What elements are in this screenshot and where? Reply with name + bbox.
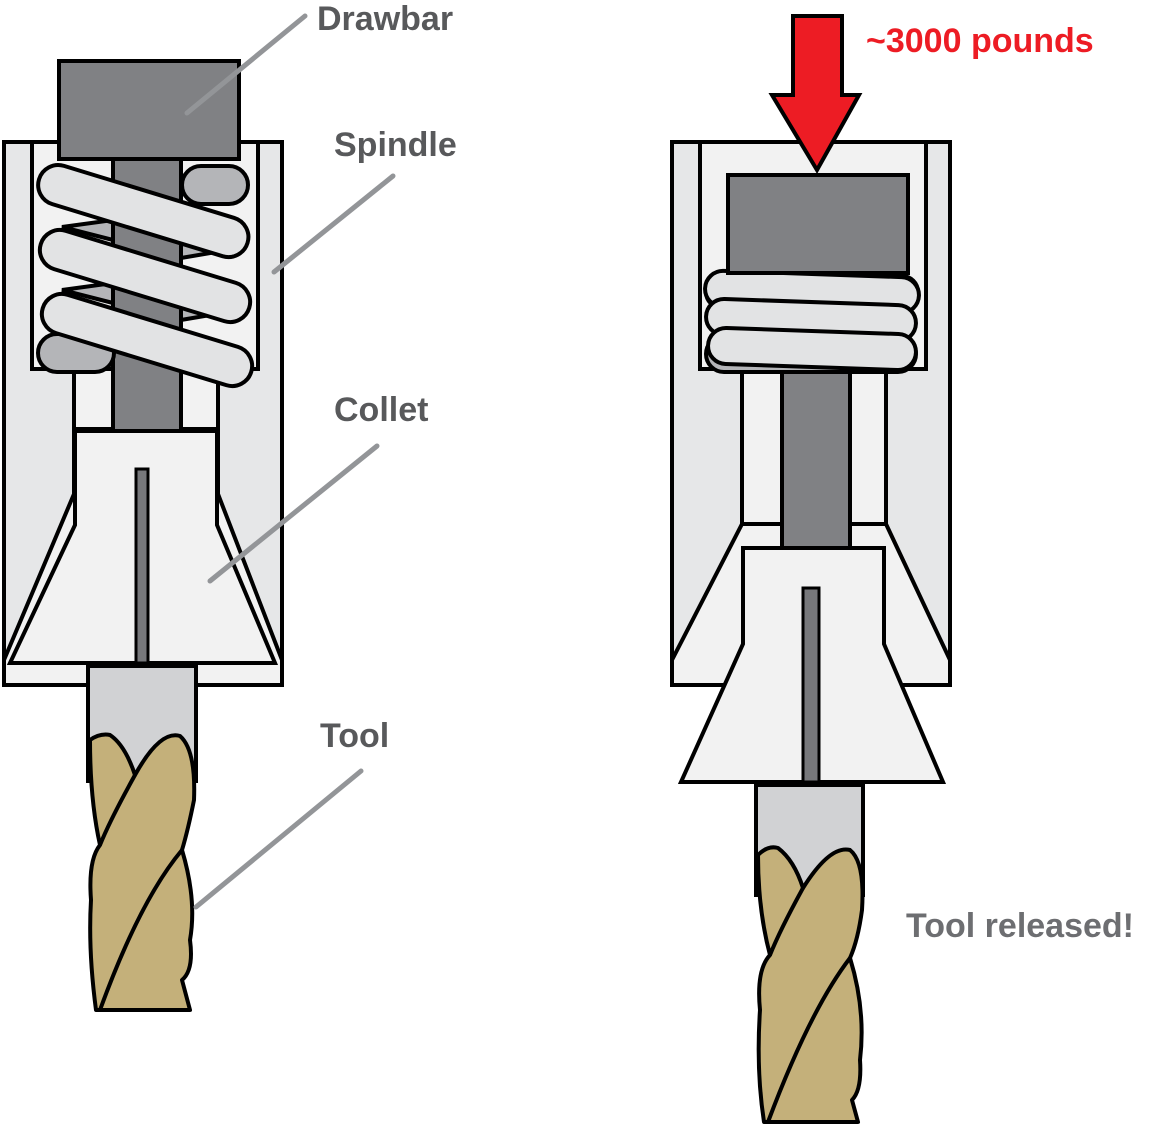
left-assembly [2,59,284,1012]
force-label: ~3000 pounds [866,22,1094,60]
label-tool: Tool [320,717,389,755]
spring-coil [37,227,253,325]
drawbar-head [726,173,910,275]
spring-coil [706,325,918,373]
collet-slot [801,586,821,784]
tool-flute-edge [766,956,852,1123]
force-arrow-icon [768,14,863,174]
spring-coil-back [61,217,115,243]
label-collet: Collet [334,391,428,429]
label-spindle: Spindle [334,126,457,164]
tool-flute [88,732,197,1012]
leader-tool [193,768,364,910]
leader-drawbar [184,13,308,116]
spring-coil [39,291,255,389]
drawbar-head [57,59,241,161]
leader-collet [207,443,380,584]
tool-flute-edge [768,887,805,956]
spring-coil-back [61,280,115,306]
leader-spindle [271,173,396,275]
label-drawbar: Drawbar [317,0,453,38]
status-label: Tool released! [906,907,1134,945]
drawbar-rod [780,353,852,552]
tool-flute-edge [98,848,184,1011]
collet-slot [134,467,150,665]
tool-flute [756,845,865,1124]
tool-flute-edge [98,774,137,846]
right-assembly [670,140,952,1124]
spring-coil [36,163,251,260]
spring-coil-back [180,164,250,206]
